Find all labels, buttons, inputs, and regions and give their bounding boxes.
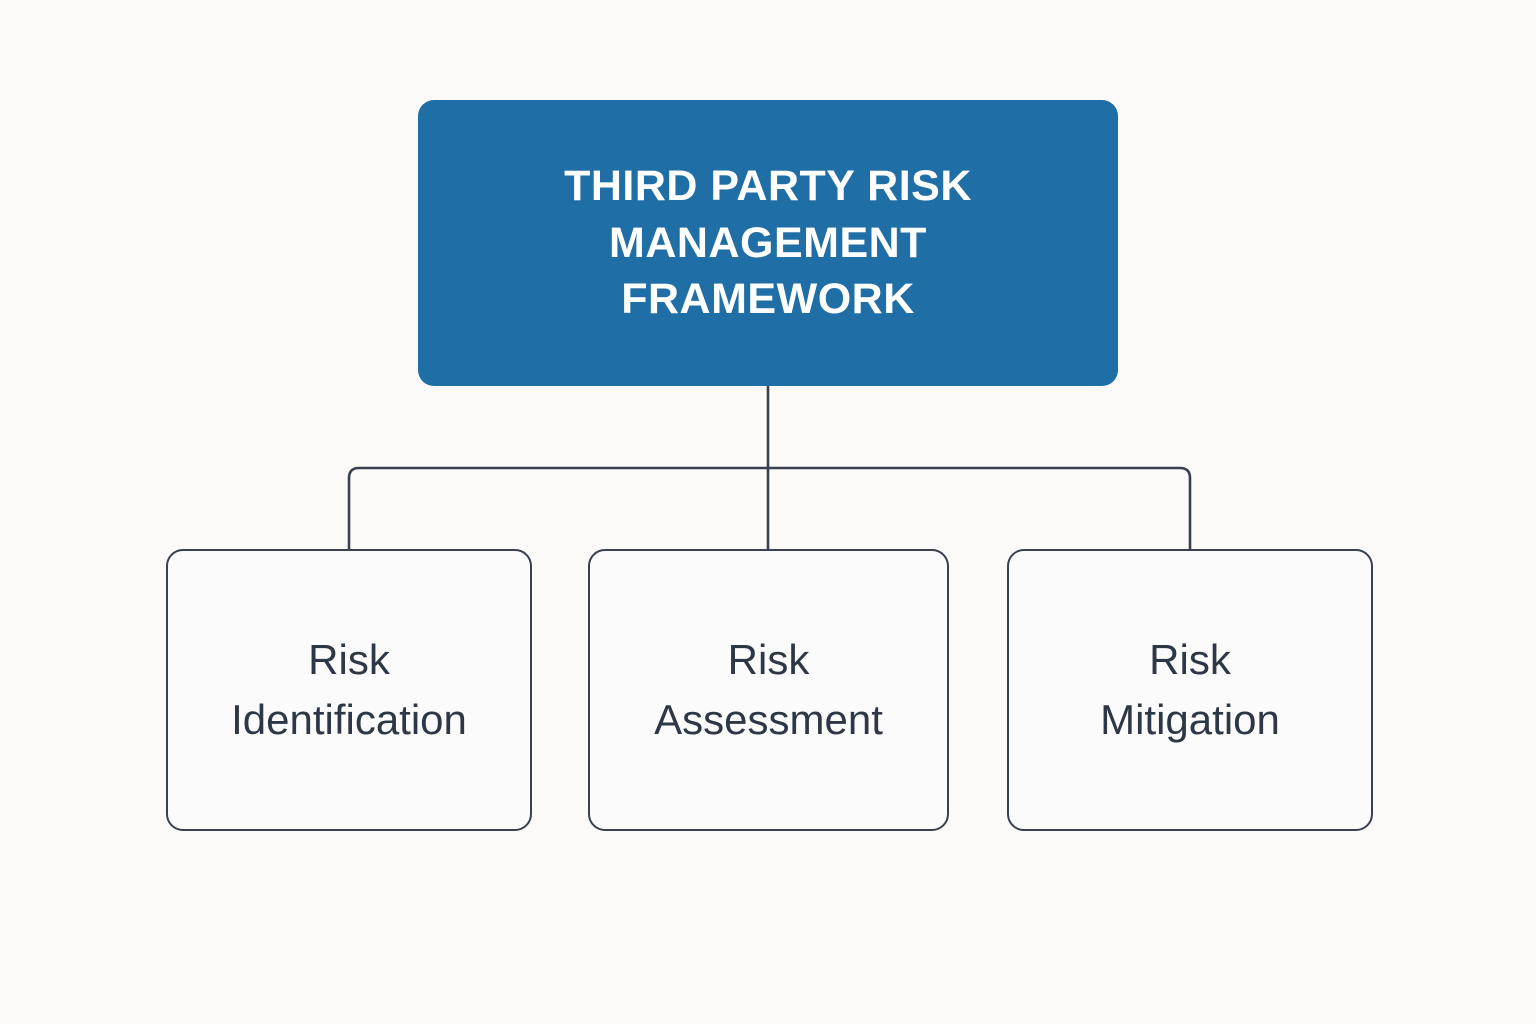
child-node-risk-mitigation[interactable]: Risk Mitigation [1007,549,1373,831]
child-node-label: Risk Assessment [654,636,883,743]
child-node-label: Risk Mitigation [1100,636,1280,743]
connector-horizontal-bus [347,466,1192,549]
root-node-third-party-risk-management-framework[interactable]: THIRD PARTY RISK MANAGEMENT FRAMEWORK [418,100,1118,386]
child-node-label: Risk Identification [231,636,467,743]
child-node-risk-assessment[interactable]: Risk Assessment [588,549,949,831]
child-node-risk-identification[interactable]: Risk Identification [166,549,532,831]
root-node-label: THIRD PARTY RISK MANAGEMENT FRAMEWORK [564,161,972,324]
